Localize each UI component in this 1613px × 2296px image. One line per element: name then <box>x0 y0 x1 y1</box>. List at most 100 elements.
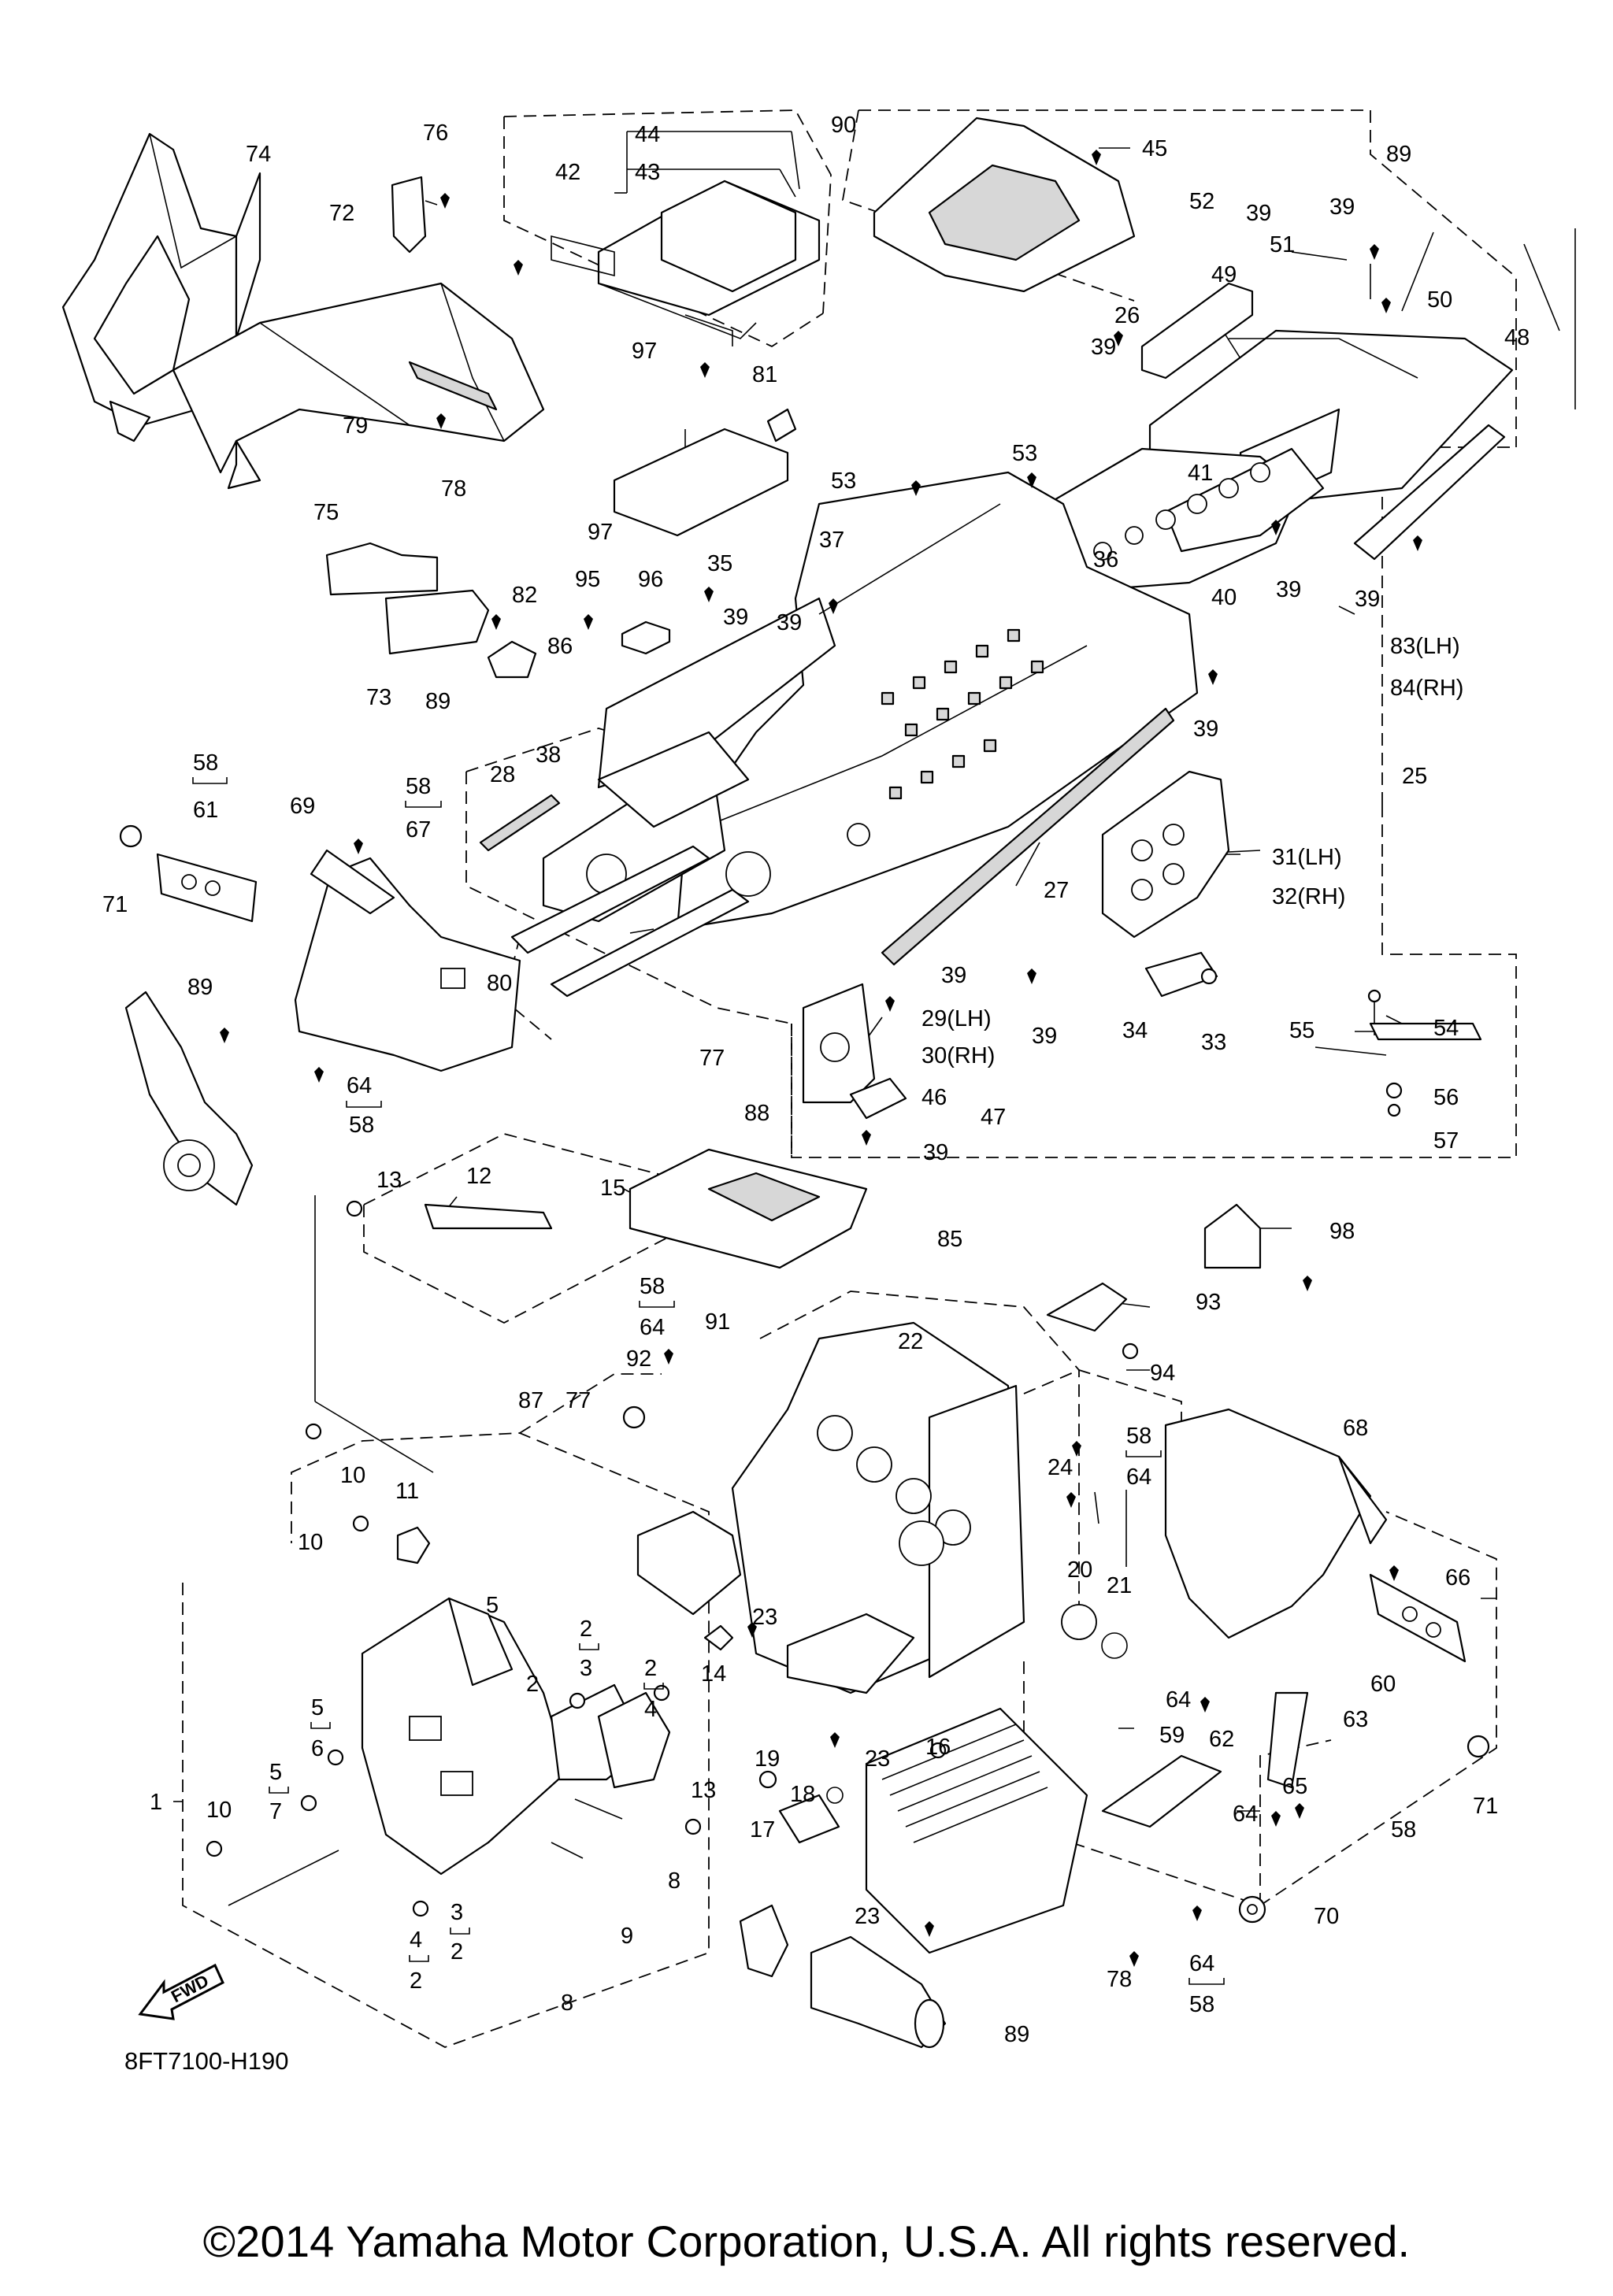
callout-92: 92 <box>626 1346 651 1372</box>
callout-3: 3 <box>451 1900 463 1925</box>
diagram-code: 8FT7100-H190 <box>124 2047 289 2075</box>
bracket-76 <box>391 176 427 254</box>
callout-85: 85 <box>937 1227 962 1252</box>
cap-19 <box>758 1770 777 1789</box>
bracket-63 <box>1266 1691 1309 1789</box>
tunnel-plate-26 <box>873 117 1136 293</box>
tunnel-25 <box>597 471 1199 931</box>
callout-29-lh: 29(LH) <box>921 1006 992 1031</box>
callout-71: 71 <box>1473 1794 1498 1819</box>
dash-panel-72 <box>172 282 545 490</box>
callout-66: 66 <box>1445 1565 1470 1591</box>
spindle-89 <box>739 1904 947 2049</box>
engine-mount-12 <box>424 1203 553 1230</box>
guard-68 <box>1164 1408 1388 1639</box>
callout-30-rh: 30(RH) <box>921 1043 995 1068</box>
bushing-20 <box>1061 1604 1097 1640</box>
callout-65: 65 <box>1282 1774 1307 1799</box>
callout-38: 38 <box>536 742 561 768</box>
callout-32-rh: 32(RH) <box>1272 884 1345 909</box>
callout-94: 94 <box>1150 1361 1175 1386</box>
callout-39: 39 <box>1246 201 1271 226</box>
callout-43: 43 <box>635 160 660 185</box>
callout-53: 53 <box>1012 441 1037 466</box>
callout-44: 44 <box>635 122 660 147</box>
callout-88: 88 <box>744 1101 769 1126</box>
callout-41: 41 <box>1188 461 1213 486</box>
callout-12: 12 <box>466 1164 491 1189</box>
callout-34: 34 <box>1122 1018 1148 1043</box>
callout-23: 23 <box>855 1904 880 1929</box>
callout-54: 54 <box>1433 1016 1459 1041</box>
callout-89: 89 <box>1004 2022 1029 2047</box>
callout-55: 55 <box>1289 1018 1315 1043</box>
callout-14: 14 <box>701 1661 726 1687</box>
callout-4: 4 <box>410 1928 422 1953</box>
callout-23: 23 <box>752 1605 777 1630</box>
frame-plate-15 <box>629 1148 868 1269</box>
mount-11 <box>396 1526 431 1565</box>
rear-side-plate-31 <box>1101 770 1230 939</box>
callout-58: 58 <box>1126 1424 1151 1449</box>
callout-48: 48 <box>1504 325 1530 350</box>
block-95 <box>621 620 671 655</box>
rail-80b <box>550 888 750 998</box>
callout-87: 87 <box>518 1388 543 1413</box>
heat-exchanger-16 <box>865 1707 1088 1954</box>
side-plate-29 <box>802 983 876 1104</box>
callout-98: 98 <box>1329 1219 1355 1244</box>
callout-59: 59 <box>1159 1723 1185 1748</box>
callout-50: 50 <box>1427 287 1452 313</box>
clutch-guard-89 <box>124 991 254 1206</box>
bumper-69 <box>294 849 521 1072</box>
callout-67: 67 <box>406 817 431 842</box>
callout-63: 63 <box>1343 1707 1368 1732</box>
callout-58: 58 <box>349 1113 374 1138</box>
callout-97: 97 <box>632 339 657 364</box>
plate-96 <box>613 428 789 537</box>
callout-13: 13 <box>376 1168 402 1193</box>
pad-73 <box>384 589 490 655</box>
callout-7: 7 <box>269 1799 282 1824</box>
callout-64: 64 <box>1126 1465 1151 1490</box>
battery-box-42 <box>551 180 821 346</box>
callout-24: 24 <box>1048 1455 1073 1480</box>
callout-60: 60 <box>1370 1672 1396 1697</box>
callout-2: 2 <box>644 1656 657 1681</box>
callout-58: 58 <box>640 1274 665 1299</box>
callout-39: 39 <box>1193 717 1218 742</box>
callout-9: 9 <box>621 1924 633 1949</box>
callout-28: 28 <box>490 762 515 787</box>
callout-35: 35 <box>707 551 732 576</box>
callout-36: 36 <box>1093 547 1118 572</box>
callout-89: 89 <box>425 689 451 714</box>
callout-62: 62 <box>1209 1727 1234 1752</box>
side-plate-38 <box>542 731 750 923</box>
arm-60 <box>1369 1573 1467 1663</box>
callout-10: 10 <box>206 1798 232 1823</box>
clamp-18 <box>826 1787 844 1804</box>
callout-37: 37 <box>819 528 844 553</box>
callout-89: 89 <box>187 975 213 1000</box>
component-drawings <box>61 117 1514 2049</box>
callout-77: 77 <box>699 1046 725 1071</box>
callout-45: 45 <box>1142 136 1167 161</box>
center-frame <box>636 1321 1025 1694</box>
callout-64: 64 <box>1233 1802 1258 1827</box>
callout-39: 39 <box>1032 1024 1057 1049</box>
callout-39: 39 <box>1355 587 1380 612</box>
pad-75 <box>325 542 439 596</box>
callout-64: 64 <box>640 1315 665 1340</box>
callout-2: 2 <box>451 1939 463 1965</box>
callout-39: 39 <box>1329 194 1355 220</box>
callout-2: 2 <box>526 1672 539 1697</box>
callout-52: 52 <box>1189 189 1214 214</box>
callout-1: 1 <box>150 1790 162 1815</box>
bolt-9 <box>574 1798 623 1820</box>
callout-90: 90 <box>831 113 856 138</box>
callout-93: 93 <box>1196 1290 1221 1315</box>
arm-61 <box>156 853 258 923</box>
callout-53: 53 <box>831 468 856 494</box>
callout-84-rh: 84(RH) <box>1390 676 1463 701</box>
